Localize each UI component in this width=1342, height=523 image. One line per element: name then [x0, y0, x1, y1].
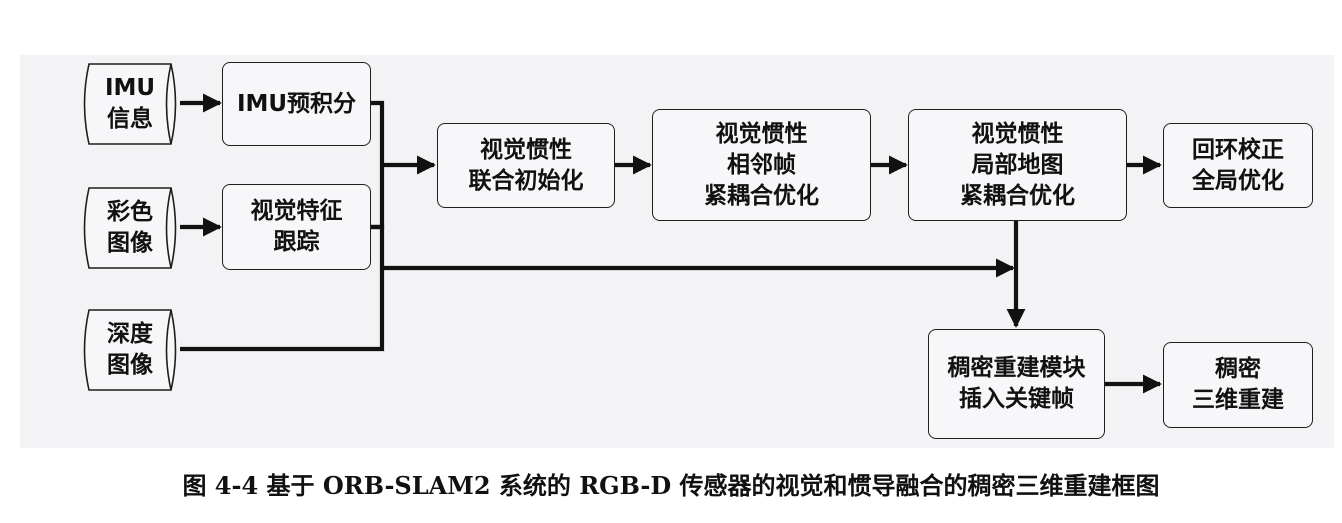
arrow-feature-tracking-to-dense-path	[371, 224, 1015, 278]
input-depth-image: 深度 图像	[77, 308, 183, 392]
node-loop-closure-global-optimization: 回环校正 全局优化	[1163, 123, 1313, 208]
node-vi-local-map-optimization-line-3: 紧耦合优化	[960, 182, 1075, 209]
node-vi-local-map-optimization: 视觉惯性 局部地图 紧耦合优化	[908, 109, 1127, 221]
node-imu-preintegration-line-1: IMU预积分	[236, 90, 357, 117]
node-vi-adjacent-frame-optimization-line-3: 紧耦合优化	[704, 182, 819, 209]
node-dense-3d-reconstruction: 稠密 三维重建	[1163, 342, 1313, 428]
node-dense-module-insert-keyframe: 稠密重建模块 插入关键帧	[928, 329, 1105, 439]
input-color-image-line-1: 彩色	[107, 199, 153, 225]
arrow-depth-image-to-dense-path	[180, 268, 385, 352]
node-dense-module-insert-keyframe-line-1: 稠密重建模块	[947, 355, 1086, 381]
figure-caption: 图 4-4 基于 ORB-SLAM2 系统的 RGB-D 传感器的视觉和惯导融合…	[182, 471, 1160, 500]
input-depth-image-line-1: 深度	[107, 321, 153, 347]
input-imu-info-line-1: IMU	[104, 75, 156, 101]
node-vi-adjacent-frame-optimization: 视觉惯性 相邻帧 紧耦合优化	[652, 109, 871, 221]
drum-shape-icon	[83, 63, 177, 145]
input-imu-info-line-2: 信息	[107, 106, 153, 132]
node-loop-closure-global-optimization-line-1: 回环校正	[1192, 136, 1284, 163]
node-loop-closure-global-optimization-line-2: 全局优化	[1192, 167, 1284, 194]
node-dense-3d-reconstruction-line-1: 稠密	[1215, 356, 1261, 382]
node-vi-joint-initialization-line-1: 视觉惯性	[480, 136, 572, 163]
node-vi-adjacent-frame-optimization-line-2: 相邻帧	[727, 151, 796, 178]
node-imu-preintegration: IMU预积分	[222, 62, 371, 146]
connector-feature-tracking-to-merge	[371, 165, 385, 230]
input-imu-info: IMU 信息	[77, 62, 183, 146]
node-visual-feature-tracking-line-1: 视觉特征	[250, 198, 343, 224]
drum-shape-icon	[83, 309, 177, 391]
connector-preintegration-to-merge	[371, 100, 385, 165]
node-visual-feature-tracking: 视觉特征 跟踪	[222, 184, 371, 270]
node-vi-joint-initialization-line-2: 联合初始化	[468, 167, 584, 194]
input-depth-image-line-2: 图像	[107, 352, 153, 378]
node-visual-feature-tracking-line-2: 跟踪	[273, 229, 320, 255]
node-vi-local-map-optimization-line-2: 局部地图	[971, 151, 1064, 178]
node-vi-joint-initialization: 视觉惯性 联合初始化	[437, 123, 615, 208]
input-color-image: 彩色 图像	[77, 186, 183, 270]
node-vi-local-map-optimization-line-1: 视觉惯性	[971, 120, 1064, 147]
node-dense-3d-reconstruction-line-2: 三维重建	[1192, 387, 1284, 413]
node-vi-adjacent-frame-optimization-line-1: 视觉惯性	[715, 120, 808, 147]
input-color-image-line-2: 图像	[107, 230, 153, 256]
node-dense-module-insert-keyframe-line-2: 插入关键帧	[959, 386, 1074, 412]
drum-shape-icon	[83, 187, 177, 269]
